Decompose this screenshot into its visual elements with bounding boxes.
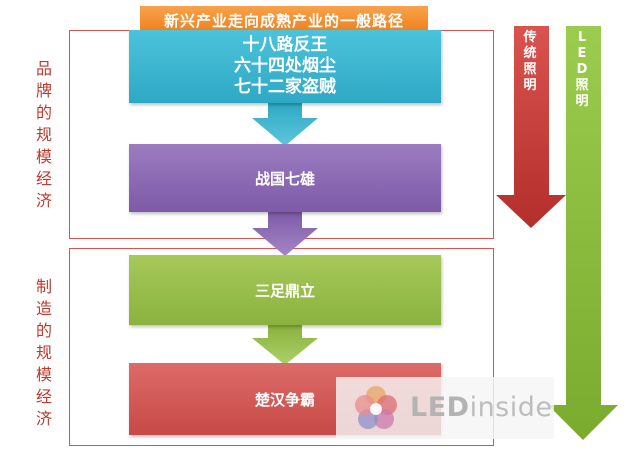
diagram-title: 新兴产业走向成熟产业的一般路径 <box>140 6 428 34</box>
connector-arrow-1 <box>252 103 318 146</box>
traditional-lighting-arrow <box>496 26 566 228</box>
led-lighting-arrow <box>548 26 618 440</box>
stage-1-line-3: 七十二家盗贼 <box>234 77 336 97</box>
stage-2-label: 战国七雄 <box>254 169 315 188</box>
watermark-inside: inside <box>469 392 553 423</box>
stage-2-box: 战国七雄 <box>129 144 441 212</box>
brand-scale-label: 品牌的规模经济 <box>35 59 52 210</box>
ledinside-logo-icon <box>355 386 397 429</box>
manufacturing-scale-label: 制造的规模经济 <box>35 277 52 428</box>
stage-3-box: 三足鼎立 <box>129 255 441 325</box>
traditional-lighting-label: 传统照明 <box>523 30 537 93</box>
watermark-text: LEDinside <box>410 392 553 424</box>
stage-1-line-1: 十八路反王 <box>242 35 328 55</box>
stage-4-label: 楚汉争霸 <box>254 390 315 409</box>
watermark-led: LED <box>410 392 470 423</box>
connector-arrow-2 <box>252 212 318 256</box>
connector-arrow-3 <box>252 325 318 365</box>
led-lighting-label: LED照明 <box>575 30 589 109</box>
stage-3-label: 三足鼎立 <box>254 281 315 300</box>
stage-1-box: 十八路反王 六十四处烟尘 七十二家盗贼 <box>129 30 441 103</box>
stage-1-line-2: 六十四处烟尘 <box>234 56 336 76</box>
